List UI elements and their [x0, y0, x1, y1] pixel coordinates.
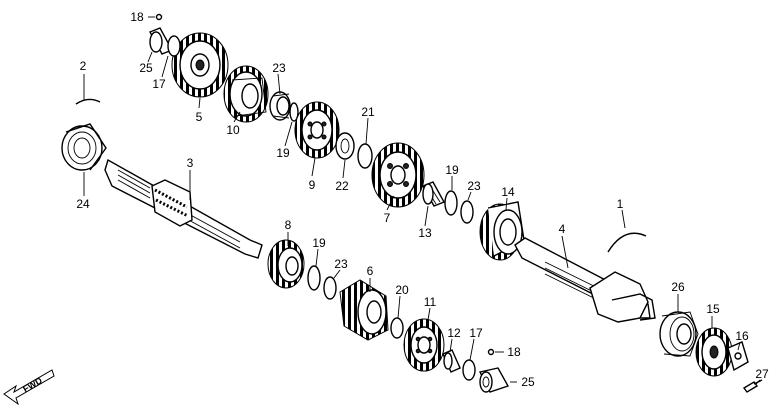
countershaft-4	[514, 237, 656, 323]
bolt-27	[742, 379, 763, 393]
mainshaft-3	[104, 158, 263, 259]
bushing-25-low	[478, 367, 510, 393]
label-part-11: 11	[424, 295, 437, 309]
label-part-26: 26	[671, 280, 685, 294]
label-part-4: 4	[559, 222, 566, 236]
snap-ring-23-low	[323, 276, 337, 300]
gear-7	[371, 142, 425, 208]
label-part-5: 5	[196, 110, 203, 124]
label-part-3: 3	[187, 156, 194, 170]
label-part-23-mid: 23	[467, 179, 481, 193]
washer-22	[335, 132, 355, 160]
needle-bearing-23-top	[269, 91, 291, 121]
gear-14	[479, 201, 525, 261]
washer-19-mid	[444, 190, 458, 216]
snap-ring-1	[607, 232, 647, 253]
label-part-8: 8	[285, 218, 292, 232]
snap-ring-23-mid	[460, 200, 474, 224]
label-part-16: 16	[735, 329, 749, 343]
bearing-26	[659, 311, 699, 357]
label-part-19-top: 19	[276, 146, 290, 160]
label-part-13: 13	[418, 226, 432, 240]
gear-9	[294, 101, 340, 159]
label-part-7: 7	[384, 211, 391, 225]
plate-16	[727, 341, 749, 372]
gear-11	[403, 318, 445, 372]
snap-ring-2	[75, 98, 101, 105]
label-part-9: 9	[309, 178, 316, 192]
label-part-6: 6	[367, 264, 374, 278]
label-part-27: 27	[755, 367, 769, 381]
bearing-24	[61, 123, 107, 171]
gear-6	[339, 279, 389, 341]
label-part-25-top: 25	[139, 61, 153, 75]
label-part-19-mid: 19	[445, 163, 459, 177]
label-part-24: 24	[76, 197, 90, 211]
washer-17-top	[167, 35, 181, 57]
label-part-21: 21	[361, 105, 375, 119]
snap-ring-21	[357, 143, 373, 169]
label-part-17-low: 17	[469, 326, 483, 340]
washer-17-low	[462, 359, 476, 381]
gear-5	[171, 32, 229, 98]
label-part-15: 15	[706, 302, 720, 316]
leader-lines	[83, 16, 761, 385]
fwd-arrow-icon: FWD	[3, 369, 55, 406]
label-part-19-low: 19	[312, 236, 326, 250]
gear-10	[223, 65, 269, 123]
clip-18-low	[487, 348, 495, 356]
label-part-22: 22	[335, 179, 349, 193]
clip-18-top	[155, 13, 163, 21]
label-part-23-low: 23	[334, 257, 348, 271]
label-part-18-top: 18	[130, 10, 144, 24]
bushing-25-top	[149, 27, 173, 55]
label-part-25-low: 25	[521, 375, 535, 389]
label-part-14: 14	[501, 185, 515, 199]
needle-bearing-13	[422, 181, 445, 207]
gear-8	[267, 239, 305, 289]
washer-19-low	[307, 265, 321, 291]
label-part-10: 10	[226, 123, 240, 137]
label-part-1: 1	[617, 197, 624, 211]
label-part-23-top: 23	[272, 61, 286, 75]
label-part-2: 2	[80, 59, 87, 73]
washer-20	[390, 317, 404, 339]
label-part-12: 12	[447, 326, 461, 340]
washer-19-top	[289, 102, 299, 122]
sprocket-15	[695, 327, 733, 377]
label-part-18-low: 18	[507, 345, 521, 359]
label-part-17-top: 17	[152, 77, 166, 91]
label-part-20: 20	[395, 283, 409, 297]
bearing-12	[442, 349, 461, 373]
